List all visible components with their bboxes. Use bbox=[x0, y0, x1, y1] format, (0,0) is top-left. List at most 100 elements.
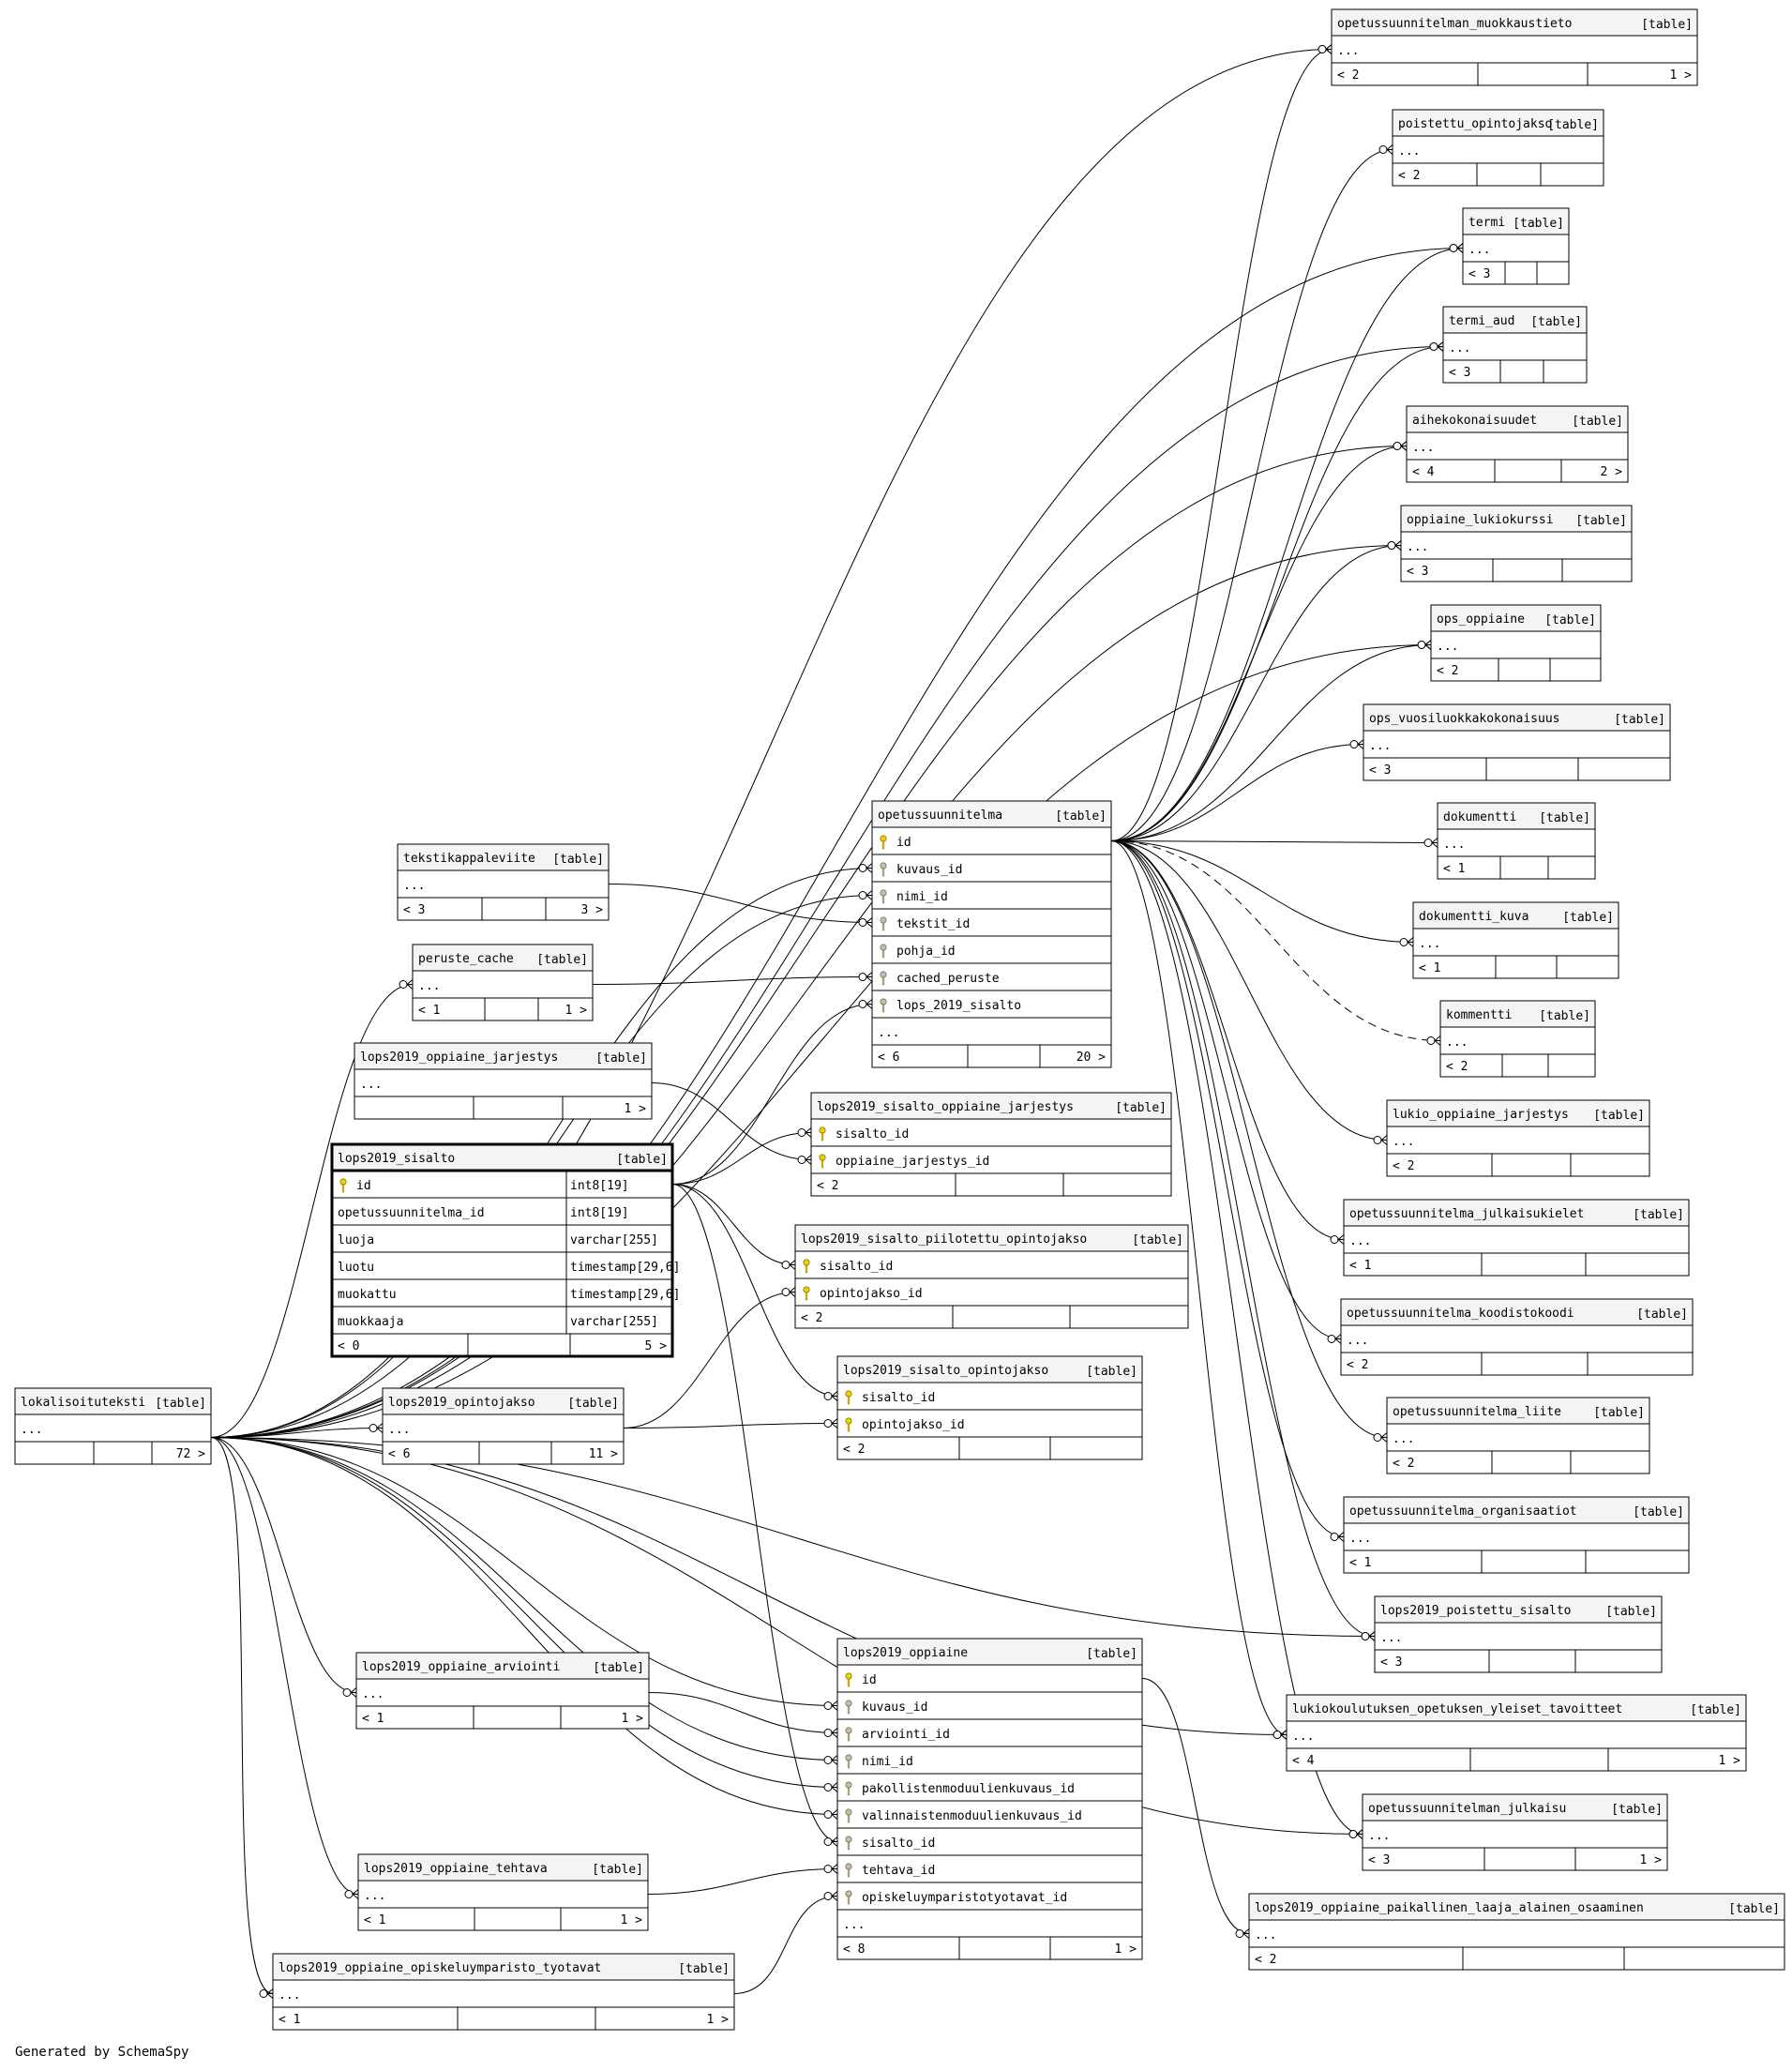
table-lops2019-sisalto-oppiaine-jarjestys[interactable]: lops2019_sisalto_oppiaine_jarjestys[tabl… bbox=[810, 1092, 1172, 1197]
column-row[interactable]: lops_2019_sisalto bbox=[880, 998, 1021, 1013]
parent-count[interactable]: < 4 bbox=[1412, 465, 1435, 479]
parent-count[interactable]: < 3 bbox=[1368, 1853, 1390, 1867]
table-opetussuunnitelma-organisaatiot[interactable]: opetussuunnitelma_organisaatiot[table]..… bbox=[1343, 1496, 1690, 1574]
collapsed-columns[interactable]: ... bbox=[1412, 441, 1434, 455]
collapsed-columns[interactable]: ... bbox=[1368, 1829, 1390, 1843]
collapsed-columns[interactable]: ... bbox=[1468, 243, 1490, 257]
column-row[interactable]: oppiaine_jarjestys_id bbox=[819, 1154, 990, 1169]
column-row[interactable]: tehtava_id bbox=[845, 1863, 935, 1878]
collapsed-columns[interactable]: ... bbox=[1393, 1135, 1414, 1149]
table-kommentti[interactable]: kommentti[table]...< 2 bbox=[1439, 1000, 1596, 1078]
collapsed-columns[interactable]: ... bbox=[362, 1687, 384, 1701]
parent-count[interactable]: < 1 bbox=[279, 2013, 300, 2027]
collapsed-columns[interactable]: ... bbox=[1419, 937, 1440, 951]
column-row[interactable]: tekstit_id bbox=[880, 916, 970, 931]
column-row[interactable]: sisalto_id bbox=[803, 1259, 893, 1274]
collapsed-columns[interactable]: ... bbox=[1393, 1432, 1414, 1446]
column-row[interactable]: sisalto_id bbox=[845, 1836, 935, 1851]
collapsed-columns[interactable]: ... bbox=[1449, 341, 1470, 355]
parent-count[interactable]: < 6 bbox=[878, 1051, 899, 1065]
child-count[interactable]: 5 > bbox=[645, 1339, 668, 1353]
parent-count[interactable]: < 2 bbox=[817, 1179, 838, 1193]
table-lukiokoulutuksen-opetuksen-yleiset-tavoitteet[interactable]: lukiokoulutuksen_opetuksen_yleiset_tavoi… bbox=[1286, 1694, 1747, 1772]
parent-count[interactable]: < 4 bbox=[1292, 1754, 1315, 1768]
column-row[interactable]: nimi_id bbox=[880, 889, 948, 904]
parent-count[interactable]: < 3 bbox=[1380, 1655, 1402, 1670]
parent-count[interactable]: < 0 bbox=[338, 1339, 359, 1353]
collapsed-columns[interactable]: ... bbox=[1347, 1334, 1368, 1348]
collapsed-columns[interactable]: ... bbox=[843, 1918, 865, 1932]
column-row[interactable]: kuvaus_id bbox=[845, 1700, 928, 1715]
table-lops2019-oppiaine-opiskeluymparisto-tyotavat[interactable]: lops2019_oppiaine_opiskeluymparisto_tyot… bbox=[272, 1953, 735, 2031]
table-oppiaine-lukiokurssi[interactable]: oppiaine_lukiokurssi[table]...< 3 bbox=[1400, 505, 1633, 582]
parent-count[interactable]: < 1 bbox=[1349, 1556, 1371, 1570]
column-row[interactable]: pakollistenmoduulienkuvaus_id bbox=[845, 1781, 1075, 1796]
parent-count[interactable]: < 1 bbox=[1443, 862, 1465, 876]
collapsed-columns[interactable]: ... bbox=[1349, 1532, 1371, 1546]
child-count[interactable]: 11 > bbox=[589, 1447, 618, 1461]
column-row[interactable]: pohja_id bbox=[880, 944, 956, 959]
parent-count[interactable]: < 1 bbox=[418, 1004, 440, 1018]
collapsed-columns[interactable]: ... bbox=[418, 979, 440, 993]
column-row[interactable]: opintojakso_id bbox=[845, 1417, 965, 1432]
child-count[interactable]: 1 > bbox=[625, 1102, 647, 1116]
child-count[interactable]: 1 > bbox=[565, 1004, 588, 1018]
collapsed-columns[interactable]: ... bbox=[878, 1026, 899, 1040]
table-lokalisoituteksti[interactable]: lokalisoituteksti[table]...72 > bbox=[14, 1387, 212, 1465]
parent-count[interactable]: < 2 bbox=[1255, 1953, 1276, 1967]
parent-count[interactable]: < 1 bbox=[1349, 1259, 1371, 1273]
parent-count[interactable]: < 2 bbox=[1337, 68, 1359, 83]
table-opetussuunnitelma[interactable]: opetussuunnitelma[table]idkuvaus_idnimi_… bbox=[871, 800, 1112, 1068]
collapsed-columns[interactable]: ... bbox=[1369, 739, 1391, 753]
parent-count[interactable]: < 1 bbox=[1419, 961, 1440, 975]
collapsed-columns[interactable]: ... bbox=[279, 1988, 300, 2003]
column-row[interactable]: valinnaistenmoduulienkuvaus_id bbox=[845, 1808, 1082, 1823]
table-lops2019-oppiaine-paikallinen-laaja-alainen-osaaminen[interactable]: lops2019_oppiaine_paikallinen_laaja_alai… bbox=[1248, 1893, 1785, 1971]
table-lops2019-oppiaine-arviointi[interactable]: lops2019_oppiaine_arviointi[table]...< 1… bbox=[355, 1652, 650, 1730]
table-opetussuunnitelman-julkaisu[interactable]: opetussuunnitelman_julkaisu[table]...< 3… bbox=[1362, 1793, 1668, 1871]
collapsed-columns[interactable]: ... bbox=[1349, 1234, 1371, 1248]
collapsed-columns[interactable]: ... bbox=[1398, 144, 1420, 159]
parent-count[interactable]: < 1 bbox=[364, 1913, 385, 1927]
column-row[interactable]: sisalto_id bbox=[845, 1390, 935, 1405]
child-count[interactable]: 1 > bbox=[1719, 1754, 1741, 1768]
table-lukio-oppiaine-jarjestys[interactable]: lukio_oppiaine_jarjestys[table]...< 2 bbox=[1386, 1099, 1650, 1177]
column-row[interactable]: id bbox=[880, 835, 911, 850]
parent-count[interactable]: < 3 bbox=[1407, 565, 1428, 579]
table-ops-oppiaine[interactable]: ops_oppiaine[table]...< 2 bbox=[1430, 604, 1602, 682]
parent-count[interactable]: < 8 bbox=[843, 1943, 865, 1957]
parent-count[interactable]: < 3 bbox=[1449, 366, 1470, 380]
collapsed-columns[interactable]: ... bbox=[1446, 1036, 1468, 1050]
table-ops-vuosiluokkakokonaisuus[interactable]: ops_vuosiluokkakokonaisuus[table]...< 3 bbox=[1363, 703, 1671, 781]
column-row[interactable]: kuvaus_id bbox=[880, 862, 963, 877]
child-count[interactable]: 1 > bbox=[1640, 1853, 1663, 1867]
column-row[interactable]: nimi_id bbox=[845, 1754, 913, 1769]
table-lops2019-oppiaine[interactable]: lops2019_oppiaine[table]idkuvaus_idarvio… bbox=[836, 1638, 1143, 1960]
parent-count[interactable]: < 2 bbox=[1446, 1060, 1468, 1074]
column-row[interactable]: sisalto_id bbox=[819, 1126, 909, 1141]
collapsed-columns[interactable]: ... bbox=[364, 1889, 385, 1903]
parent-count[interactable]: < 2 bbox=[1393, 1457, 1414, 1471]
collapsed-columns[interactable]: ... bbox=[1407, 540, 1428, 554]
table-lops2019-oppiaine-jarjestys[interactable]: lops2019_oppiaine_jarjestys[table]...1 > bbox=[354, 1042, 653, 1120]
collapsed-columns[interactable]: ... bbox=[403, 879, 425, 893]
collapsed-columns[interactable]: ... bbox=[1337, 44, 1359, 58]
parent-count[interactable]: < 2 bbox=[1393, 1159, 1414, 1173]
table-termi-aud[interactable]: termi_aud[table]...< 3 bbox=[1442, 306, 1588, 384]
child-count[interactable]: 1 > bbox=[707, 2013, 730, 2027]
parent-count[interactable]: < 3 bbox=[403, 903, 425, 917]
parent-count[interactable]: < 2 bbox=[1398, 169, 1420, 183]
parent-count[interactable]: < 2 bbox=[801, 1311, 822, 1325]
table-poistettu-opintojakso[interactable]: poistettu_opintojakso[table]...< 2 bbox=[1392, 109, 1604, 187]
